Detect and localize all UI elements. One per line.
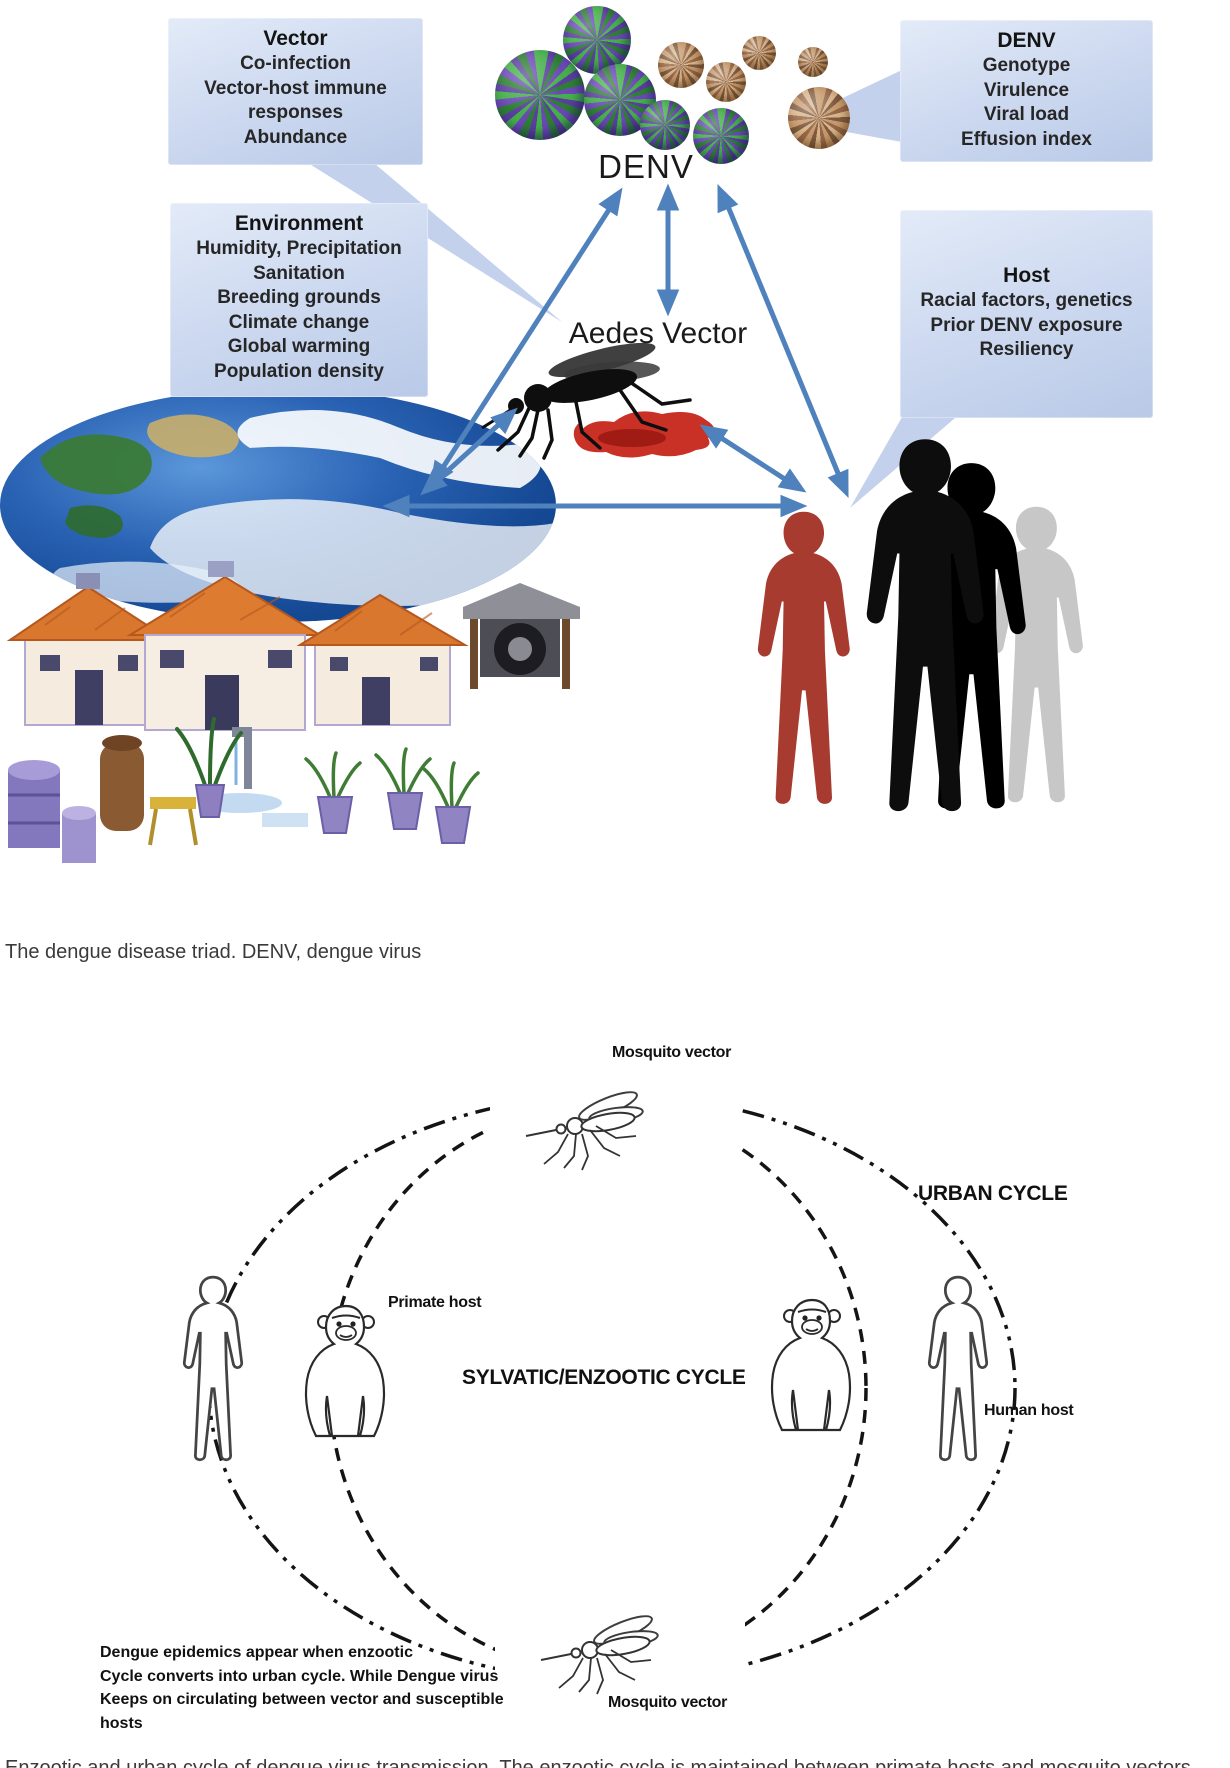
triad-arrows (382, 183, 849, 518)
human-outline-right (927, 1275, 989, 1462)
callout-line: Vector-host immune (204, 77, 387, 99)
figure2-caption-clipped: Enzootic and urban cycle of dengue virus… (5, 1757, 1191, 1768)
callout-line: Co-infection (240, 53, 351, 74)
globe-cloud (237, 410, 541, 488)
denv-callout-title: DENV (997, 29, 1056, 52)
human-outline-left (182, 1275, 244, 1462)
callout-line: Effusion index (961, 128, 1092, 150)
primate-host-label: Primate host (388, 1294, 482, 1311)
mosquito-vector-top-label: Mosquito vector (612, 1044, 732, 1061)
sylvatic-cycle-label: SYLVATIC/ENZOOTIC CYCLE (462, 1366, 746, 1389)
callout-line: Climate change (228, 311, 370, 333)
callout-line: Resiliency (979, 339, 1074, 360)
human-silhouette-black-1 (866, 439, 984, 812)
callout-line: responses (247, 102, 344, 123)
mosquito-sketch-bottom (540, 1615, 659, 1695)
cycle-diagram (182, 1060, 1017, 1700)
mosquito-sketch-top (525, 1091, 644, 1171)
human-silhouette-red (757, 511, 850, 804)
callout-line: Genotype (982, 55, 1071, 76)
figure1-caption: The dengue disease triad. DENV, dengue v… (5, 941, 422, 963)
callout-line: Global warming (227, 336, 371, 357)
callout-line: Prior DENV exposure (930, 314, 1123, 336)
callout-line: Sanitation (253, 262, 345, 284)
note-line: Keeps on circulating between vector and … (100, 1691, 504, 1708)
environment-callout-title: Environment (234, 212, 364, 235)
urban-cycle-label: URBAN CYCLE (918, 1182, 1068, 1205)
note-line: hosts (100, 1714, 143, 1732)
vector-callout-box: Vector Co-infection Vector-host immune r… (168, 18, 423, 165)
monkey-sketch-right (770, 1298, 852, 1432)
human-host-label: Human host (984, 1402, 1074, 1419)
denv-callout-box: DENV Genotype Virulence Viral load Effus… (900, 20, 1153, 162)
callout-line: Racial factors, genetics (920, 290, 1133, 311)
shed-roof (463, 583, 580, 619)
globe-continent (147, 414, 239, 458)
human-silhouettes-image (757, 439, 1083, 812)
houses-environment-image (6, 561, 580, 863)
figure2-transmission-cycles: Mosquito vector URBAN CYCLE Primate host… (0, 1000, 1230, 1768)
host-callout-title: Host (1003, 264, 1050, 287)
globe-continent (65, 505, 123, 538)
environment-callout-box: Environment Humidity, Precipitation Sani… (170, 203, 428, 397)
callout-line: Population density (214, 360, 384, 382)
globe-cloud (52, 561, 240, 603)
callout-line: Humidity, Precipitation (196, 238, 402, 259)
globe-continent (40, 434, 152, 495)
monkey-sketch-left (304, 1304, 386, 1438)
aedes-mosquito-image (481, 342, 715, 460)
callout-line: Abundance (243, 126, 348, 148)
callout-line: Viral load (983, 104, 1070, 125)
mosquito-vector-bottom-label: Mosquito vector (608, 1694, 728, 1711)
denv-node-label: DENV (598, 148, 694, 185)
callout-line: Breeding grounds (217, 287, 381, 308)
vector-callout-title: Vector (263, 27, 328, 50)
note-line: Dengue epidemics appear when enzootic (100, 1644, 413, 1661)
figure1-dengue-triad: Vector Co-infection Vector-host immune r… (0, 6, 1153, 963)
host-callout-box: Host Racial factors, genetics Prior DENV… (900, 210, 1153, 418)
aedes-vector-node-label: Aedes Vector (568, 317, 748, 350)
note-line: Cycle converts into urban cycle. While D… (100, 1667, 499, 1685)
figure2-note: Dengue epidemics appear when enzootic Cy… (100, 1641, 504, 1735)
globe-cloud (150, 499, 556, 606)
vector-callout-tail (300, 158, 562, 322)
callout-line: Virulence (983, 79, 1070, 101)
